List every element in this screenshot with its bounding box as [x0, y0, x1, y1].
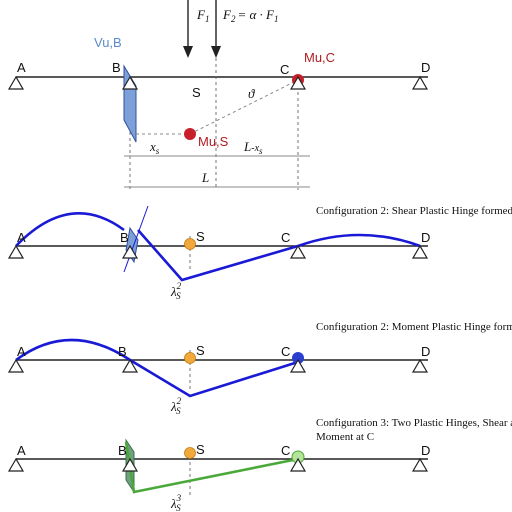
- supports: [7, 75, 429, 472]
- config1-shear-slash: [123, 205, 149, 273]
- config3-hinge-s: [184, 447, 196, 459]
- vu-label: Vu,B: [94, 35, 122, 50]
- support-label-c: C: [280, 62, 289, 77]
- support-d-beam1: [411, 244, 429, 259]
- force-f2-label: F2= α · F1: [222, 7, 279, 24]
- force-f1-arrowhead: [183, 46, 193, 58]
- config3-mode-shape: [124, 441, 299, 494]
- config-moment-hinge-c: Configuration 2: Moment Plastic Hinge fo…: [15, 321, 512, 416]
- config2-hinge-s: [184, 352, 196, 364]
- section-label-s: S: [192, 85, 201, 100]
- moment-hinge-s: [184, 128, 196, 140]
- config1-label-c: C: [281, 230, 290, 245]
- support-c-beam2: [289, 358, 307, 373]
- config2-mode-shape: [15, 338, 299, 398]
- top-panel: F1 F2= α · F1 A B C D S ϑ Vu,B Mu,C Mu,S…: [16, 0, 430, 190]
- support-d-beam2: [411, 358, 429, 373]
- config2-label-b: B: [118, 344, 127, 359]
- xs-label: xs: [149, 139, 160, 156]
- config2-label-c: C: [281, 344, 290, 359]
- force-f2-arrowhead: [211, 46, 221, 58]
- config3-caption: Configuration 3: Two Plastic Hinges, She…: [316, 417, 512, 429]
- support-label-d: D: [421, 60, 430, 75]
- mu-c-label: Mu,C: [304, 50, 335, 65]
- rotation-dashed-line: [189, 79, 299, 135]
- support-b-beam1: [121, 244, 139, 259]
- support-a-beam2: [7, 358, 25, 373]
- config1-caption: Configuration 2: Shear Plastic Hinge for…: [316, 205, 512, 217]
- config2-hinge-c: [292, 352, 304, 364]
- length-label: L: [201, 170, 209, 185]
- config3-label-c: C: [281, 443, 290, 458]
- config2-label-d: D: [421, 344, 430, 359]
- force-f1-label: F1: [196, 7, 209, 24]
- support-label-a: A: [17, 60, 26, 75]
- config2-label-s: S: [196, 343, 205, 358]
- support-a-beam3: [7, 457, 25, 472]
- config3-caption-line2: Moment at C: [316, 431, 374, 443]
- angle-label: ϑ: [248, 86, 255, 101]
- config3-label-s: S: [196, 442, 205, 457]
- support-a-beam0: [7, 75, 25, 90]
- config3-label-a: A: [17, 443, 26, 458]
- support-label-b: B: [112, 60, 121, 75]
- config1-label-b: B: [120, 230, 129, 245]
- support-c-beam1: [289, 244, 307, 259]
- config1-label-s: S: [196, 229, 205, 244]
- support-a-beam1: [7, 244, 25, 259]
- config-shear-hinge-b: Configuration 2: Shear Plastic Hinge for…: [15, 205, 512, 301]
- config1-label-a: A: [17, 230, 26, 245]
- support-c-beam0: [289, 75, 307, 90]
- config2-caption: Configuration 2: Moment Plastic Hinge fo…: [316, 321, 512, 333]
- config-two-hinges: Configuration 3: Two Plastic Hinges, She…: [16, 417, 512, 512]
- config3-label-d: D: [421, 443, 430, 458]
- l-minus-xs-label: L-xs: [243, 139, 263, 156]
- config2-label-a: A: [17, 344, 26, 359]
- support-b-beam0: [121, 75, 139, 90]
- support-d-beam3: [411, 457, 429, 472]
- support-c-beam3: [289, 457, 307, 472]
- support-b-beam3: [121, 457, 139, 472]
- support-b-beam2: [121, 358, 139, 373]
- support-d-beam0: [411, 75, 429, 90]
- config3-label-b: B: [118, 443, 127, 458]
- config1-hinge-s: [184, 238, 196, 250]
- mu-s-label: Mu,S: [198, 134, 229, 149]
- config1-label-d: D: [421, 230, 430, 245]
